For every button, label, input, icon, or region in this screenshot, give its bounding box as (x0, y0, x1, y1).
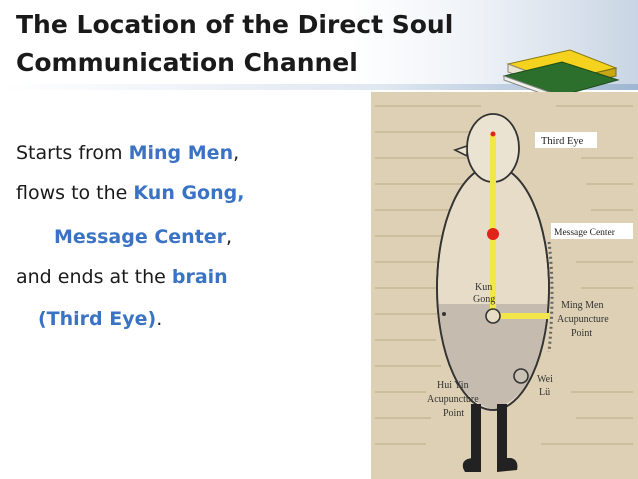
ming-men-label-3: Point (571, 328, 592, 339)
message-center-dot (487, 228, 499, 240)
figure-nose (452, 144, 468, 158)
figure-back-edge (547, 241, 554, 353)
brain-highlight: brain (171, 266, 228, 288)
hui-yin-label-3: Point (443, 408, 464, 419)
slide-title-line-2: Communication Channel (16, 48, 358, 77)
text-line-5: (Third Eye). (38, 308, 163, 330)
background-text-texture (375, 105, 633, 445)
gong-label: Gong (473, 294, 495, 305)
wei-lu-circle (513, 368, 529, 384)
message-center-label-box (551, 223, 633, 239)
third-eye-label-box (535, 132, 597, 148)
message-center-label: Message Center (554, 228, 616, 238)
figure-right-leg (497, 404, 507, 468)
ming-men-label-2: Acupuncture (557, 314, 609, 325)
text-line-3: Message Center, (54, 226, 233, 248)
lu-label: Lü (539, 387, 550, 398)
wei-label: Wei (537, 374, 553, 385)
kun-gong-highlight: Kun Gong, (133, 182, 245, 204)
hui-yin-label-2: Acupuncture (427, 394, 479, 405)
diagram-svg: Third Eye Message Center Kun Gong Ming M… (375, 105, 633, 472)
ming-men-highlight: Ming Men (128, 142, 234, 164)
text-line-2: flows to the Kun Gong, (16, 182, 245, 204)
slide-title: The Location of the Direct Soul Communic… (16, 6, 486, 82)
third-eye-label: Third Eye (541, 136, 584, 147)
text-line-4: and ends at the brain (16, 266, 228, 288)
message-center-highlight: Message Center (54, 226, 227, 248)
figure-right-foot (497, 458, 518, 472)
third-eye-highlight: (Third Eye) (38, 308, 157, 330)
text-line-1: Starts from Ming Men, (16, 142, 240, 164)
kun-label: Kun (475, 282, 492, 293)
figure-left-leg (471, 404, 481, 468)
title-band (0, 0, 638, 90)
third-eye-dot (490, 131, 496, 137)
figure-left-foot (462, 458, 481, 472)
books-decoration (502, 49, 620, 100)
soul-channel-diagram: Third Eye Message Center Kun Gong Ming M… (371, 92, 638, 479)
side-dot (442, 312, 446, 316)
ming-men-label-1: Ming Men (561, 300, 604, 311)
kun-gong-circle (485, 308, 501, 324)
slide-title-line-1: The Location of the Direct Soul (16, 10, 454, 39)
hui-yin-label-1: Hui Yin (437, 380, 469, 391)
